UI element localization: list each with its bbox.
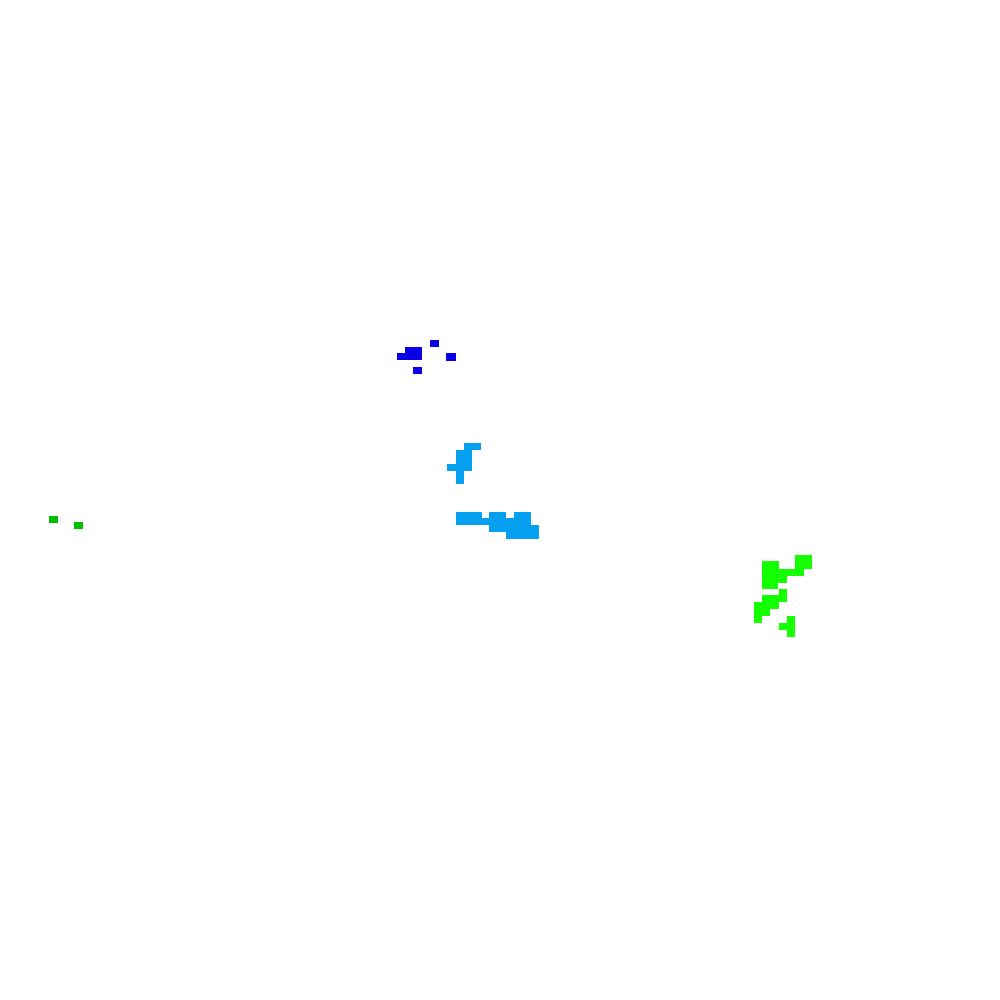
pixel-canvas — [49, 340, 812, 637]
